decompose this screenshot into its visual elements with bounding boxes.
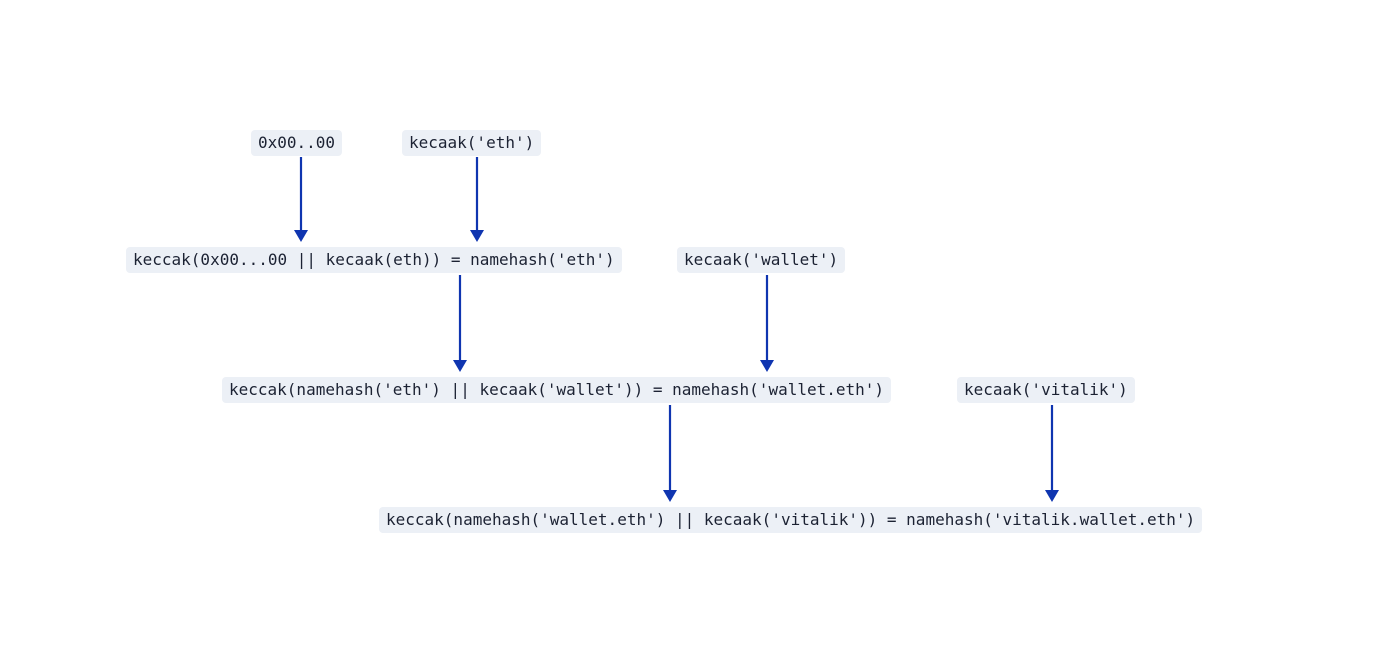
arrowhead — [760, 360, 774, 372]
arrowhead — [453, 360, 467, 372]
kecaak-wallet-node: kecaak('wallet') — [677, 247, 846, 273]
arrowhead — [470, 230, 484, 242]
arrowhead — [1045, 490, 1059, 502]
kecaak-vitalik-node: kecaak('vitalik') — [957, 377, 1135, 403]
namehash-eth-node: keccak(0x00...00 || kecaak(eth)) = nameh… — [126, 247, 622, 273]
namehash-vitalik-wallet-eth-node: keccak(namehash('wallet.eth') || kecaak(… — [379, 507, 1203, 533]
zero-hash-node: 0x00..00 — [251, 130, 343, 156]
namehash-wallet-eth-node: keccak(namehash('eth') || kecaak('wallet… — [222, 377, 892, 403]
arrowhead — [294, 230, 308, 242]
arrowhead — [663, 490, 677, 502]
kecaak-eth-node: kecaak('eth') — [402, 130, 542, 156]
